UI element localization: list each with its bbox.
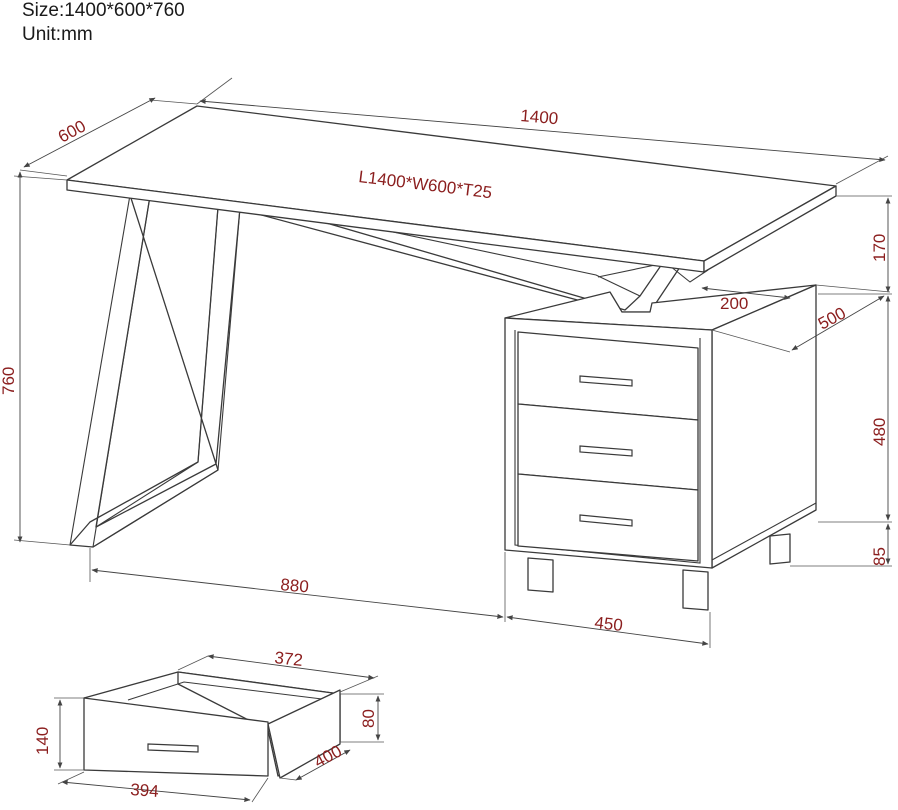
cabinet-leg [769,533,791,565]
drawer-dimension-lines [54,654,384,803]
drawer-handle-icon [579,445,633,457]
dim-drawer-front-height: 140 [33,727,52,755]
cabinet-leg [682,569,709,611]
dim-leg-span: 880 [280,575,310,596]
drawer-cabinet [504,284,817,611]
dim-total-height: 760 [0,367,18,395]
dimension-lines [13,77,892,648]
dim-top-to-cabinet: 170 [870,234,889,262]
dim-drawer-side-height: 80 [359,709,378,728]
dim-drawer-inner-width: 372 [274,648,304,670]
dim-top-length: 1400 [520,106,559,128]
unit-spec: Unit:mm [22,24,93,45]
drawer-handle-icon [579,375,633,387]
drawer-detail [83,671,341,779]
size-spec: Size:1400*600*760 [22,0,185,21]
dim-offset: 200 [720,294,748,313]
dim-cabinet-width: 450 [594,613,624,635]
left-leg-frame [69,194,241,548]
drawer-handle-icon [579,514,633,527]
dim-cabinet-height: 480 [870,418,889,446]
cabinet-leg [527,557,554,593]
dim-drawer-front-width: 394 [130,780,160,801]
dim-top-width: 600 [55,116,89,146]
dim-leg-height: 85 [870,547,889,566]
drawer-handle-icon [147,743,199,753]
dim-cabinet-depth: 500 [815,303,849,333]
